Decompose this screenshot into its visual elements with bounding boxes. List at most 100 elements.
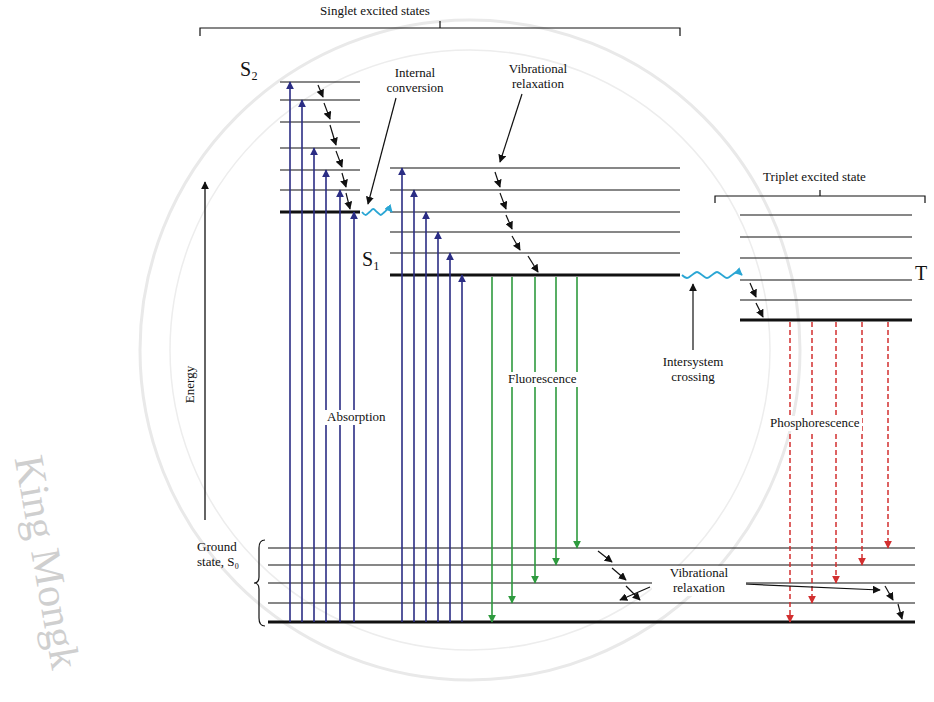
- energy-level: [390, 189, 680, 190]
- energy-levels: [268, 82, 915, 622]
- process-label: Absorption: [325, 410, 388, 425]
- absorption-arrow: [437, 232, 439, 622]
- energy-level: [280, 99, 360, 100]
- relaxation-arrow: [346, 193, 350, 209]
- relaxation-arrow: [612, 568, 626, 580]
- energy-level: [268, 564, 915, 565]
- leader-arrow: [500, 94, 522, 162]
- leader-arrow: [744, 584, 880, 590]
- leader-arrow: [368, 98, 396, 204]
- fluorescence-arrow: [534, 277, 536, 583]
- relaxation-arrow: [506, 215, 512, 229]
- triplet-bracket: [715, 190, 925, 203]
- state-label: Ground state, S₀: [197, 540, 254, 570]
- group-label: Triplet excited state: [712, 170, 917, 185]
- absorption-arrow: [413, 190, 415, 622]
- absorption-arrow: [289, 82, 291, 622]
- state-label: S₂: [240, 58, 258, 81]
- absorption-arrow: [301, 100, 303, 622]
- absorption-arrows: [290, 82, 462, 622]
- absorption-arrow: [313, 148, 315, 622]
- watermark-text: King Mongk: [3, 445, 91, 680]
- relaxation-arrow: [898, 604, 902, 619]
- energy-level: [280, 211, 360, 214]
- relaxation-arrow: [885, 586, 893, 600]
- energy-level: [740, 299, 912, 300]
- energy-level: [740, 236, 912, 237]
- phosphorescence-arrow: [861, 322, 863, 565]
- energy-level: [390, 252, 680, 253]
- phosphorescence-arrow: [887, 322, 889, 548]
- phosphorescence-arrow: [789, 322, 791, 622]
- energy-axis: [205, 182, 206, 520]
- fluorescence-arrow: [576, 277, 578, 548]
- relaxation-arrow: [750, 283, 756, 297]
- fluorescence-arrow: [511, 277, 513, 603]
- energy-level: [280, 189, 360, 190]
- group-label: Singlet excited states: [275, 4, 475, 19]
- vibrational-relaxation-arrows: [318, 85, 902, 619]
- phosphorescence-arrows: [790, 322, 888, 622]
- watermark-seal: [140, 20, 800, 680]
- leader-arrow: [692, 284, 693, 350]
- energy-level: [740, 214, 912, 215]
- relaxation-arrow: [336, 151, 342, 167]
- absorption-arrow: [325, 170, 327, 622]
- relaxation-arrow: [512, 236, 520, 250]
- absorption-arrow: [449, 253, 451, 622]
- energy-level: [280, 147, 360, 148]
- fluorescence-arrows: [492, 277, 577, 622]
- relaxation-arrow: [598, 551, 612, 562]
- energy-level: [268, 582, 915, 583]
- energy-level: [740, 319, 912, 322]
- absorption-arrow: [461, 275, 463, 622]
- relaxation-arrow: [324, 103, 330, 119]
- bracket: [200, 21, 925, 626]
- energy-level: [268, 621, 915, 624]
- ground-brace: [254, 540, 265, 626]
- energy-level: [280, 81, 360, 82]
- absorption-arrow: [339, 190, 341, 622]
- absorption-arrow: [425, 212, 427, 622]
- process-label: Vibrational relaxation: [652, 566, 746, 596]
- energy-level: [740, 257, 912, 258]
- state-label: S₁: [362, 248, 380, 271]
- state-label: T: [915, 262, 927, 285]
- process-label: Intersystem crossing: [655, 355, 731, 385]
- energy-level: [280, 121, 360, 122]
- nonradiative-transitions: [362, 209, 742, 278]
- singlet-bracket: [200, 21, 680, 36]
- energy-level: [740, 279, 912, 280]
- process-label: Vibrational relaxation: [498, 62, 578, 92]
- phosphorescence-arrow: [811, 322, 813, 603]
- energy-level: [390, 231, 680, 232]
- relaxation-arrow: [495, 172, 500, 187]
- process-label: Phosphorescence: [768, 416, 862, 431]
- leader-arrow: [620, 587, 650, 600]
- energy-level: [280, 169, 360, 170]
- energy-level: [268, 547, 915, 548]
- relaxation-arrow: [318, 85, 323, 97]
- process-label: Internal conversion: [380, 66, 450, 96]
- relaxation-arrow: [626, 586, 640, 600]
- energy-level: [390, 167, 680, 168]
- relaxation-arrow: [500, 193, 506, 209]
- energy-level: [268, 602, 915, 603]
- relaxation-arrow: [528, 256, 538, 272]
- fluorescence-arrow: [491, 277, 493, 622]
- absorption-arrow: [401, 168, 403, 622]
- intersystem-crossing-wave: [682, 272, 742, 278]
- relaxation-arrow: [330, 125, 336, 145]
- relaxation-arrow: [756, 303, 763, 317]
- phosphorescence-arrow: [835, 322, 837, 583]
- relaxation-arrow: [342, 173, 346, 187]
- energy-level: [390, 211, 680, 212]
- energy-level: [390, 274, 680, 277]
- axis-label: Energy: [183, 354, 198, 414]
- internal-conversion-wave: [362, 209, 392, 215]
- process-label: Fluorescence: [506, 372, 579, 387]
- fluorescence-arrow: [555, 277, 557, 565]
